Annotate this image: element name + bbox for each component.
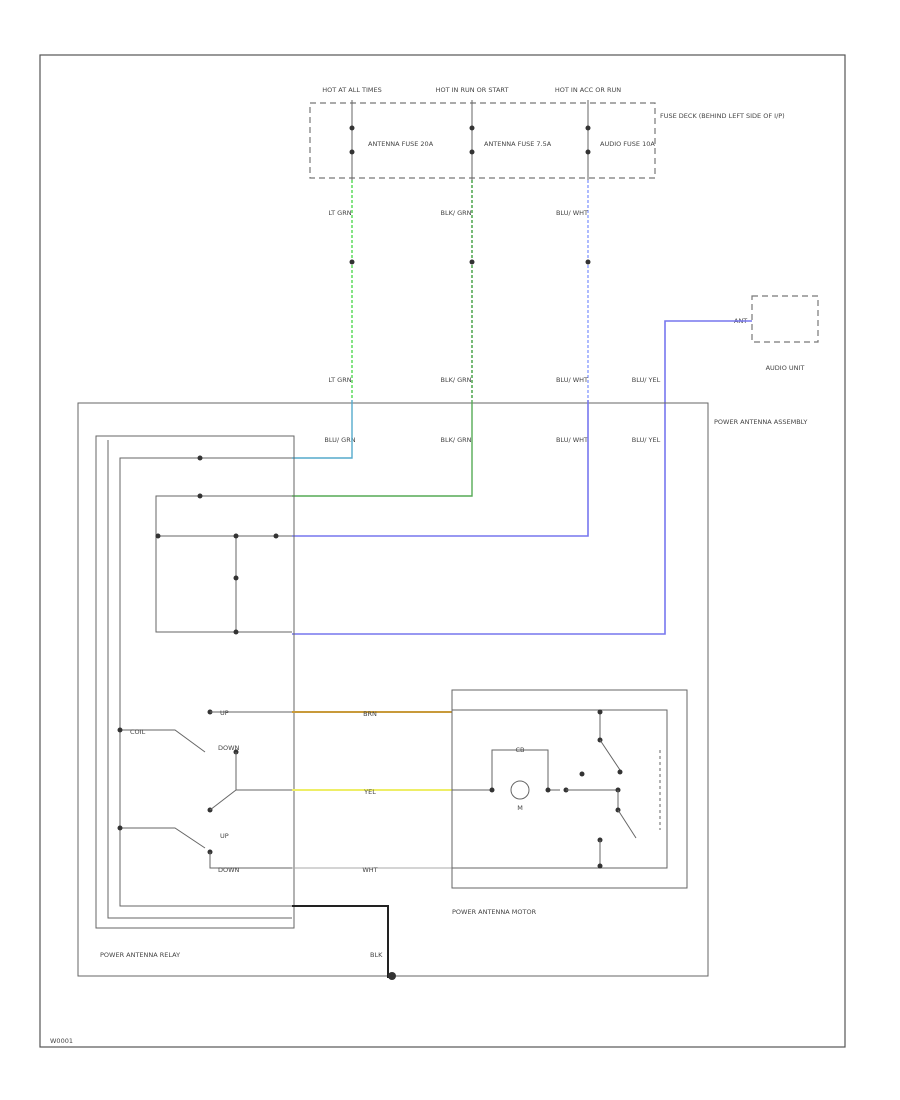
wire-label-top-2: BLK/ GRN: [440, 209, 471, 217]
relay-label: POWER ANTENNA RELAY: [100, 951, 180, 959]
wire-brn-label: BRN: [363, 710, 377, 718]
fuse-1-label: ANTENNA FUSE 20A: [368, 140, 434, 148]
power-antenna-motor-box: [451, 689, 688, 889]
fuse-1: ANTENNA FUSE 20A: [349, 100, 434, 180]
wire-entry-3: BLU/ WHT: [556, 376, 588, 384]
ground-wire: [292, 905, 389, 978]
wire-internal-3: BLU/ WHT: [556, 436, 588, 444]
wire-entry-4: BLU/ YEL: [632, 376, 661, 384]
fuse-2-label: ANTENNA FUSE 7.5A: [484, 140, 552, 148]
figure-code: W0001: [50, 1037, 73, 1045]
fuse-deck-label: FUSE DECK (BEHIND LEFT SIDE OF I/P): [660, 112, 785, 120]
hot-in-run-start-label: HOT IN RUN OR START: [436, 86, 509, 94]
ground-point: [388, 972, 396, 980]
motor-m-label: M: [517, 804, 523, 812]
power-antenna-relay-box: [95, 435, 295, 929]
motor-label: POWER ANTENNA MOTOR: [452, 908, 537, 916]
fuse-2: ANTENNA FUSE 7.5A: [469, 100, 552, 180]
fuse-3: AUDIO FUSE 10A: [585, 100, 655, 180]
motor-internal: [452, 709, 661, 869]
wire-label-top-3: BLU/ WHT: [556, 209, 588, 217]
wire-yel-label: YEL: [363, 788, 376, 796]
outer-frame: [39, 54, 846, 1048]
fuse-deck-box: [309, 102, 656, 179]
wire-entry-2: BLK/ GRN: [440, 376, 471, 384]
hot-at-all-times-label: HOT AT ALL TIMES: [322, 86, 382, 94]
fuse-3-label: AUDIO FUSE 10A: [600, 140, 655, 148]
motor-cb-label: CB: [516, 746, 525, 754]
wire-internal-1: BLU/ GRN: [324, 436, 355, 444]
wire-blu-grn-internal: [292, 400, 353, 459]
audio-unit-label: AUDIO UNIT: [766, 364, 805, 372]
relay-up2-label: UP: [220, 832, 229, 840]
wire-wht-label: WHT: [362, 866, 377, 874]
audio-unit-box: [751, 295, 819, 343]
wire-internal-2: BLK/ GRN: [440, 436, 471, 444]
hot-in-acc-run-label: HOT IN ACC OR RUN: [555, 86, 621, 94]
relay-up-label: UP: [220, 709, 229, 717]
wire-entry-1: LT GRN: [328, 376, 351, 384]
wire-blu-wht-internal: [292, 400, 589, 537]
ground-label: BLK: [370, 951, 383, 959]
motor-inner-frame: [451, 709, 668, 869]
relay-down-label: DOWN: [218, 744, 240, 752]
wire-label-top-1: LT GRN: [328, 209, 351, 217]
assembly-label: POWER ANTENNA ASSEMBLY: [714, 418, 807, 426]
wire-blu-yel: [292, 320, 752, 635]
relay-down2-label: DOWN: [218, 866, 240, 874]
wire-blk-grn-internal: [292, 400, 473, 497]
relay-coil-label: COIL: [130, 728, 146, 736]
relay-internal-wiring: [107, 440, 389, 978]
wire-internal-4: BLU/ YEL: [632, 436, 661, 444]
